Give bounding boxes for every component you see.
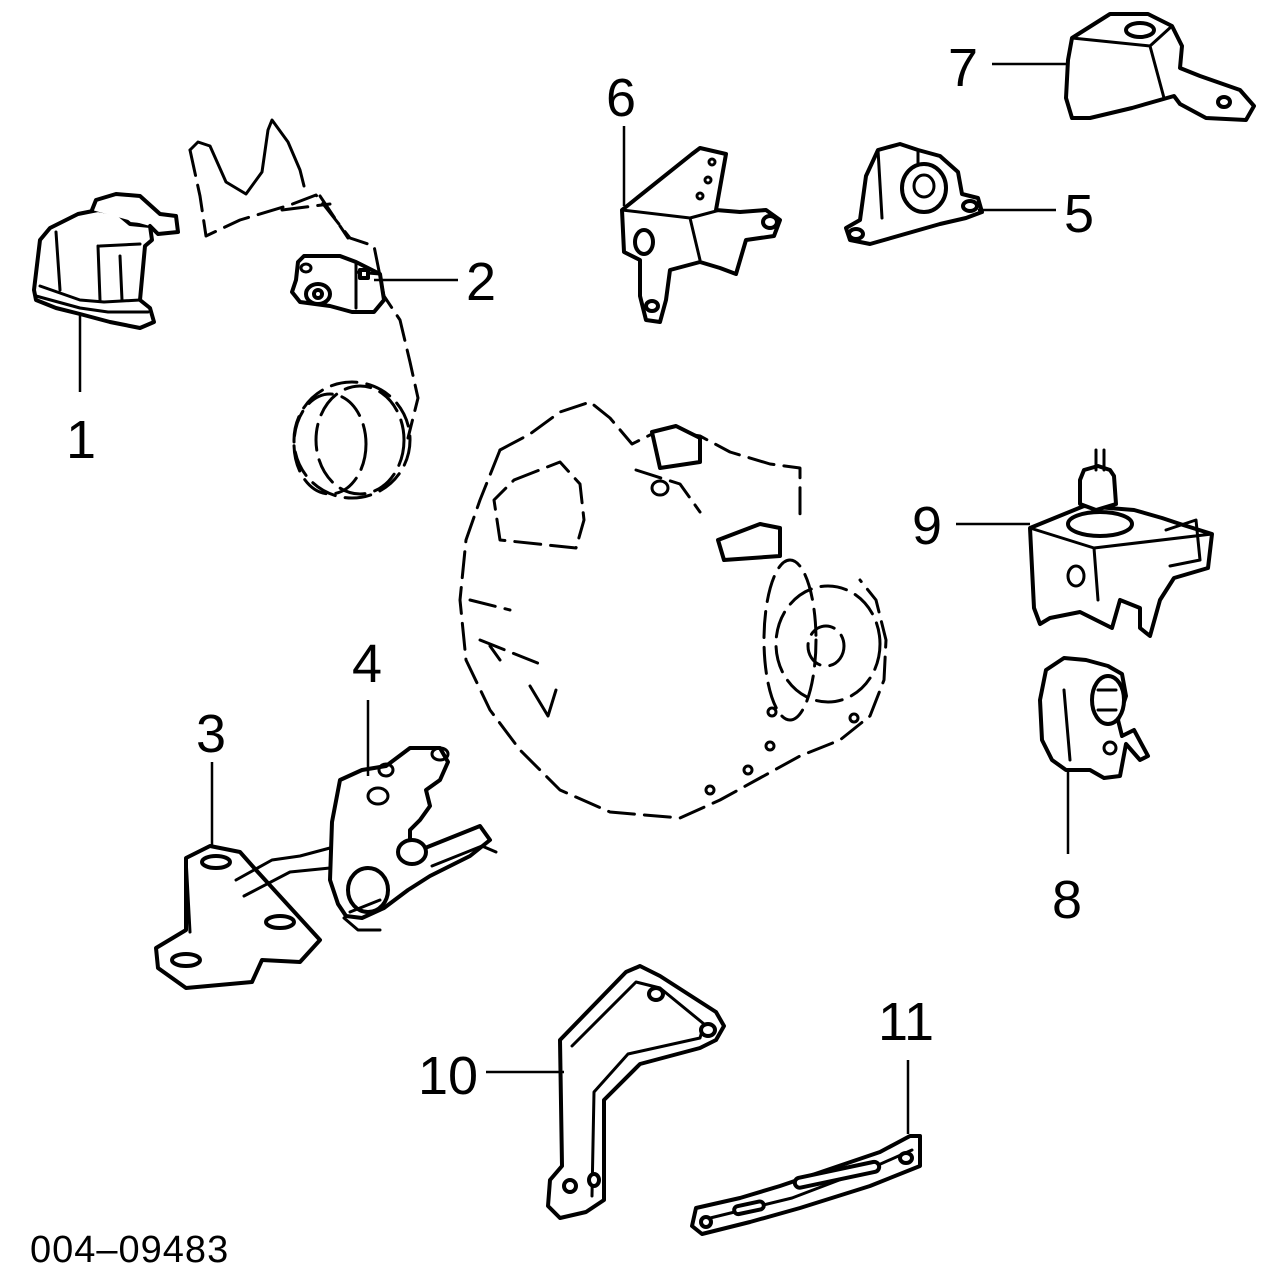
leader-lines <box>78 62 1070 1134</box>
part-4-transmission-mount <box>328 746 498 932</box>
callout-2: 2 <box>466 252 496 312</box>
callout-7: 7 <box>948 38 978 98</box>
callout-8: 8 <box>1052 870 1082 930</box>
hidden-engine-bracket <box>188 118 420 440</box>
part-10-bracket <box>546 964 726 1220</box>
callout-4: 4 <box>352 634 382 694</box>
part-1-engine-mount <box>32 192 180 330</box>
part-9-mount-bracket <box>1028 448 1214 638</box>
callout-1: 1 <box>66 410 96 470</box>
callout-9: 9 <box>912 496 942 556</box>
callout-6: 6 <box>606 68 636 128</box>
part-6-bracket <box>620 146 782 324</box>
part-2-mount <box>290 254 386 314</box>
reference-code: 004–09483 <box>30 1229 229 1270</box>
callout-labels: 1 2 3 4 5 6 7 8 9 10 11 <box>66 38 1094 1106</box>
part-8-mount <box>1038 656 1150 780</box>
transmission-housing <box>458 400 888 820</box>
callout-3: 3 <box>196 704 226 764</box>
hidden-pulley <box>292 380 412 500</box>
part-7-bracket <box>1064 12 1256 122</box>
callout-5: 5 <box>1064 184 1094 244</box>
callout-11: 11 <box>878 992 934 1052</box>
callout-10: 10 <box>418 1046 478 1106</box>
part-11-strap <box>690 1134 922 1236</box>
part-5-mount <box>844 142 984 246</box>
